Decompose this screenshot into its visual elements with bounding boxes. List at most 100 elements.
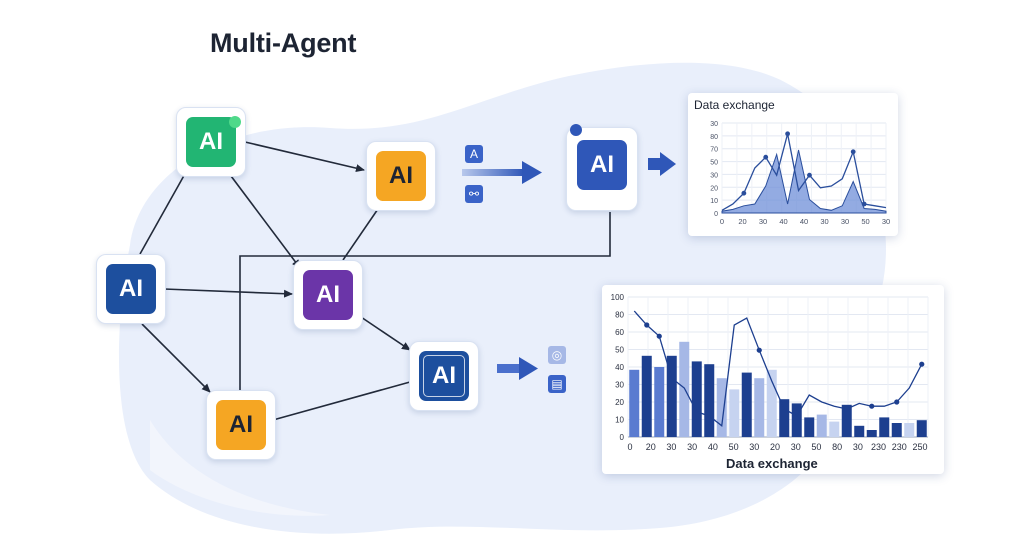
chart-top-y-tick: 70 [710, 147, 718, 154]
chart-bottom-y-tick: 0 [620, 433, 625, 442]
agent-green-label: AI [199, 128, 223, 155]
agent-orange-top-label: AI [389, 162, 413, 189]
flow-arrow-top [462, 169, 524, 176]
chart-top-point [741, 190, 747, 196]
agent-orange-bottom-node: AI [206, 390, 276, 460]
chart-top-y-tick: 30 [710, 172, 718, 179]
link-green-to-purple [227, 171, 301, 269]
chart-bottom-bar [879, 417, 890, 437]
link-blue-left-to-purple [163, 288, 293, 298]
chart-bottom-y-tick: 80 [615, 311, 624, 320]
chart-top-y-tick: 30 [710, 121, 718, 128]
chart-bottom-x-tick: 30 [687, 442, 697, 452]
chart-bottom-bar [691, 361, 702, 437]
chart-bottom-y-tick: 100 [611, 293, 625, 302]
chart-top-point [785, 131, 790, 137]
chart-bottom-bar [729, 389, 740, 437]
flow-arrow-to-chart-top [648, 158, 662, 170]
chart-top-x-tick: 30 [841, 217, 849, 226]
agent-blue-left-label: AI [119, 275, 143, 302]
link-orange-to-purple [342, 205, 381, 261]
chart-bottom-bar [754, 378, 765, 437]
chart-bottom-bar [804, 417, 815, 437]
chart-bottom-x-tick: 20 [770, 442, 780, 452]
chart-top-y-tick: 10 [710, 198, 718, 205]
chart-bottom-x-tick: 40 [708, 442, 718, 452]
chart-bottom-title: Data exchange [726, 456, 818, 471]
link-green-to-blue-left [139, 171, 187, 255]
agent-blue-right-top-tile: AI [577, 140, 627, 190]
chart-bottom-y-tick: 40 [615, 363, 624, 372]
chart-bottom-x-tick: 30 [666, 442, 676, 452]
agent-orange-top-tile: AI [376, 151, 426, 201]
link-purple-to-blue-bottom [357, 314, 411, 351]
chart-bottom-point [894, 399, 900, 405]
chart-top-point [861, 201, 867, 207]
agent-orange-bottom-label: AI [229, 411, 253, 438]
link-green-to-orange [244, 141, 365, 173]
chart-bottom-bar [679, 341, 690, 437]
chart-bottom-bar [816, 414, 827, 437]
agent-blue-right-top-label: AI [590, 151, 614, 178]
agent-blue-right-bottom-node: AI [409, 341, 479, 411]
chart-bottom-bar [779, 399, 790, 437]
chart-top-y-tick: 50 [710, 160, 718, 167]
agent-blue-right-top-node: AI [566, 124, 638, 211]
agent-blue-right-top-status-dot [570, 124, 582, 136]
chart-bottom-y-tick: 50 [615, 346, 624, 355]
chart-top-x-tick: 0 [720, 217, 724, 226]
link-icon: ⚯ [465, 185, 483, 203]
chart-bottom-point [844, 406, 850, 412]
chart-bottom-y-tick: 10 [615, 416, 624, 425]
chart-bottom-bar [854, 425, 865, 437]
chart-bottom-x-tick: 30 [791, 442, 801, 452]
chart-top-point [807, 172, 812, 178]
chart-bottom-x-tick: 230 [892, 442, 907, 452]
link-blue-left-to-orange-bottom [141, 323, 211, 393]
chart-bottom-bar [866, 430, 877, 437]
agent-purple-tile: AI [303, 270, 353, 320]
agent-green-node: AI [176, 107, 246, 177]
chart-bottom-bar [841, 404, 852, 437]
chart-bottom-y-tick: 60 [615, 328, 624, 337]
chart-bottom-bar [766, 369, 777, 437]
chart-bottom-x-tick: 250 [912, 442, 927, 452]
diagram-title: Multi-Agent [210, 28, 357, 58]
agent-purple-node: AI [293, 260, 363, 330]
document-icon: ▤ [548, 375, 566, 393]
chart-top-y-tick: 80 [710, 134, 718, 141]
chart-bottom-x-tick: 80 [832, 442, 842, 452]
chart-top-x-tick: 20 [738, 217, 746, 226]
flow-arrow-bottom [497, 364, 521, 373]
chart-bottom-line [633, 310, 923, 428]
chart-bottom-x-tick: 30 [853, 442, 863, 452]
chart-top-x-tick: 40 [800, 217, 808, 226]
chart-bottom-bar [916, 420, 927, 437]
chart-bottom-bar [829, 421, 840, 437]
chart-top-x-tick: 30 [820, 217, 828, 226]
chart-top-x-tick: 30 [882, 217, 890, 226]
chart-bottom-point [656, 333, 662, 339]
chart-bottom-y-tick: 20 [615, 398, 624, 407]
chart-top-title: Data exchange [694, 98, 775, 112]
chart-top-point [763, 154, 769, 160]
agent-blue-left-tile: AI [106, 264, 156, 314]
chart-bottom-bar [641, 355, 652, 437]
chart-bottom-bar [904, 423, 915, 437]
chat-icon: ◎ [548, 346, 566, 364]
chart-top-x-tick: 50 [861, 217, 869, 226]
chart-top-y-tick: 20 [710, 185, 718, 192]
chart-bottom-bar [741, 372, 752, 437]
chart-bottom-bar [891, 423, 902, 437]
link-orange-bottom-to-blue-top [239, 212, 611, 390]
chart-bottom-x-tick: 30 [749, 442, 759, 452]
chart-bottom-bar [654, 367, 665, 437]
chart-top-x-tick: 30 [759, 217, 767, 226]
chart-bottom-bar [704, 364, 715, 437]
chart-bottom-x-tick: 50 [811, 442, 821, 452]
agent-blue-right-bottom-tile: AI [419, 351, 469, 401]
